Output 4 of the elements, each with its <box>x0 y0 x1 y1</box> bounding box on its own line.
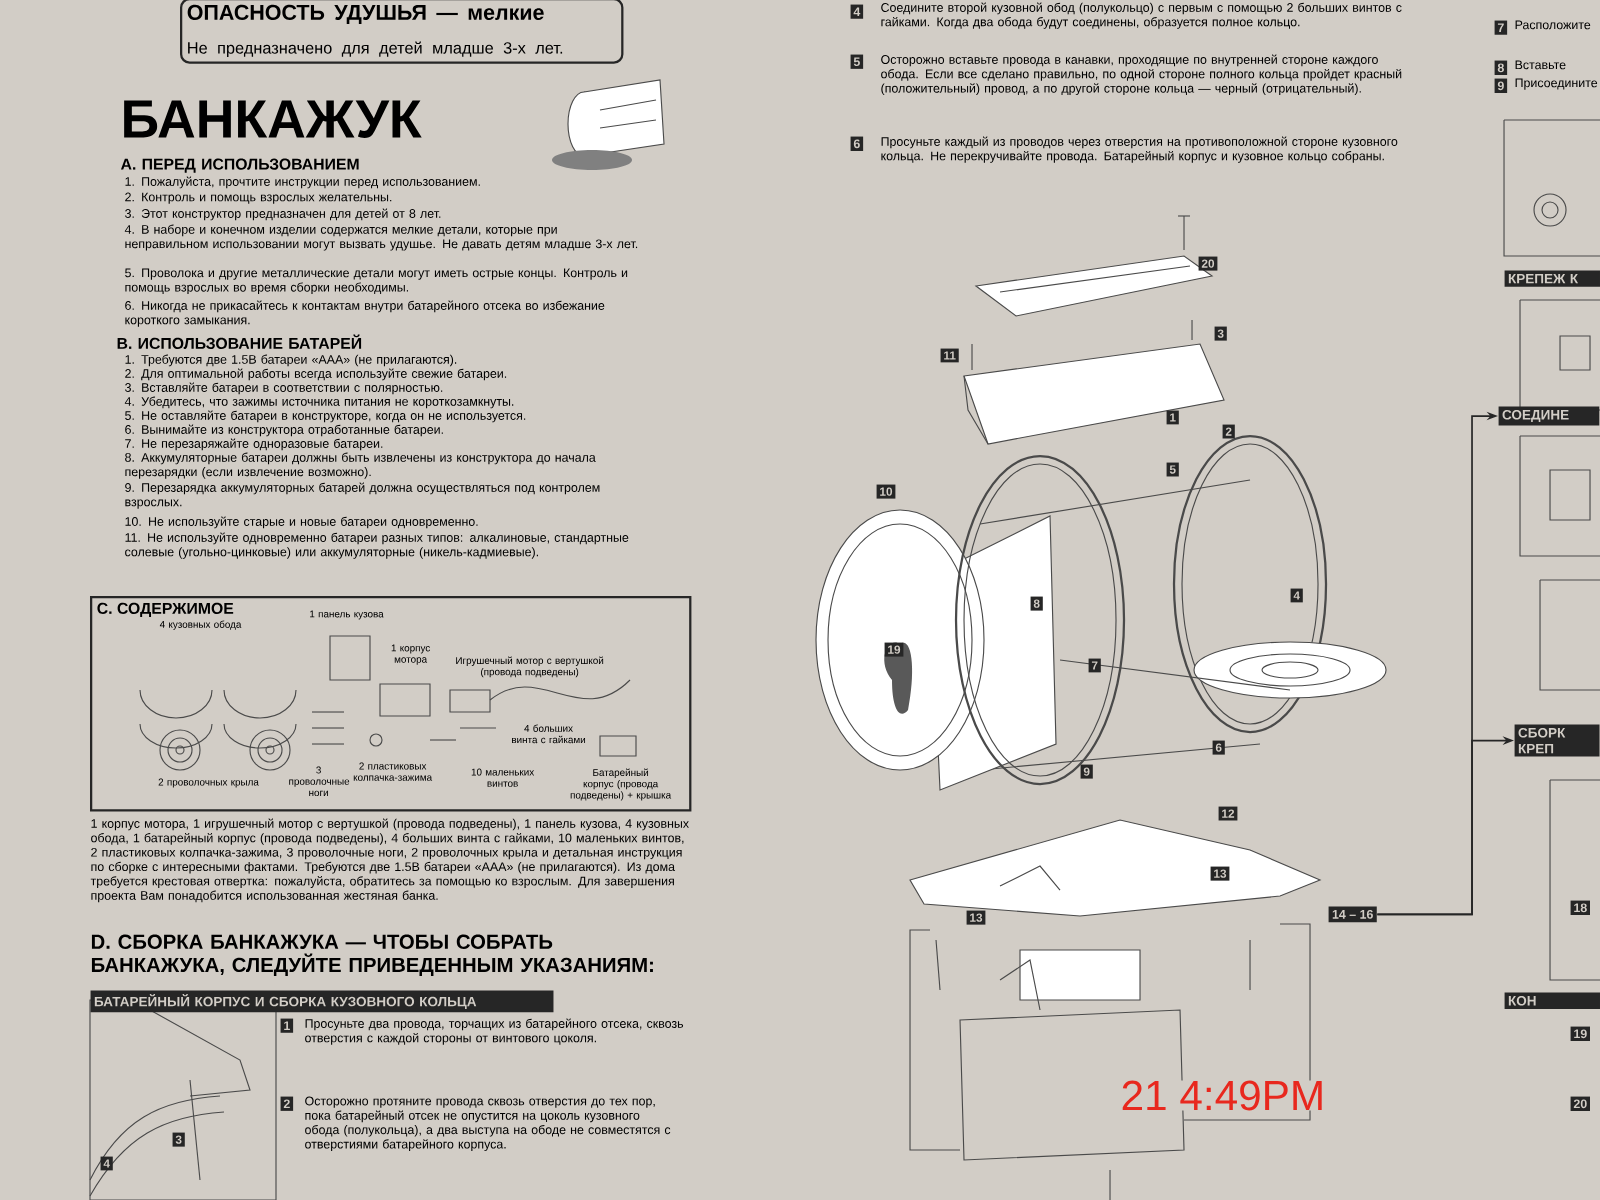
title: БАНКАЖУК <box>124 100 422 138</box>
date-stamp: 21 4:49PM <box>1120 1080 1326 1111</box>
section-heading: D. СБОРКА БАНКАЖУКА — ЧТОБЫ СОБРАТЬ БАНКАЖУКА, СЛЕДУЙТЕ ПРИВЕДЕННЫМ УКАЗАНИЯМ: <box>91 934 653 976</box>
warning-box: ОПАСНОСТЬ УДУШЬЯ — мелкие Не предназначено для детей младше 3-х лет. <box>180 0 624 64</box>
